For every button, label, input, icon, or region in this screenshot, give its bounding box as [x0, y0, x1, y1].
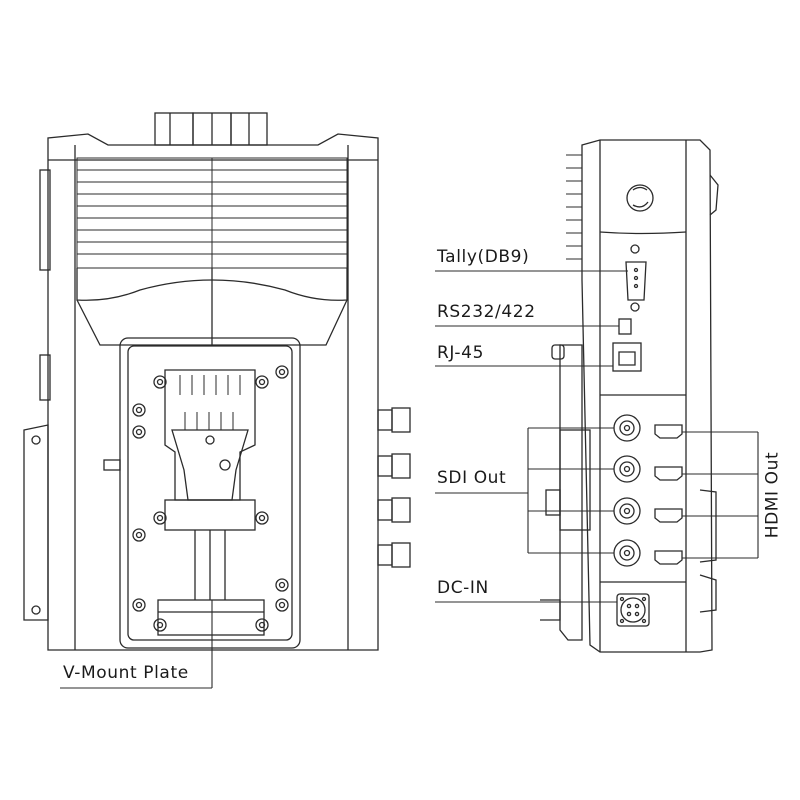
rj45-port	[612, 342, 642, 372]
dc-in-label: DC-IN	[437, 578, 489, 598]
brand-logo	[626, 184, 654, 212]
tally-label: Tally(DB9)	[437, 247, 530, 267]
callout-lines	[60, 270, 759, 689]
heatsink-fins	[76, 157, 348, 269]
left-side-bracket	[23, 424, 49, 621]
rs232-label: RS232/422	[437, 302, 536, 322]
sdi-out-label: SDI Out	[437, 468, 507, 488]
hdmi-ports	[654, 424, 683, 565]
hdmi-out-label: HDMI Out	[762, 451, 783, 539]
dc-in-xlr-port	[616, 593, 650, 627]
side-view	[540, 139, 719, 653]
rear-body-outline	[47, 133, 379, 651]
rear-arch	[76, 268, 348, 301]
top-antenna-connectors	[154, 112, 268, 146]
rj45-label: RJ-45	[437, 343, 484, 363]
mount-screws	[132, 365, 289, 632]
side-body-outline	[581, 139, 713, 653]
rs232-port	[618, 318, 632, 335]
side-bnc-stubs	[377, 407, 411, 568]
v-mount-plate-label: V-Mount Plate	[63, 663, 189, 683]
v-mount-plate	[119, 337, 301, 649]
sdi-bnc-ports	[613, 414, 641, 567]
side-mount-plate	[559, 344, 583, 641]
side-fins	[566, 148, 583, 285]
tally-db9-port	[625, 244, 647, 312]
rear-view	[23, 112, 411, 651]
